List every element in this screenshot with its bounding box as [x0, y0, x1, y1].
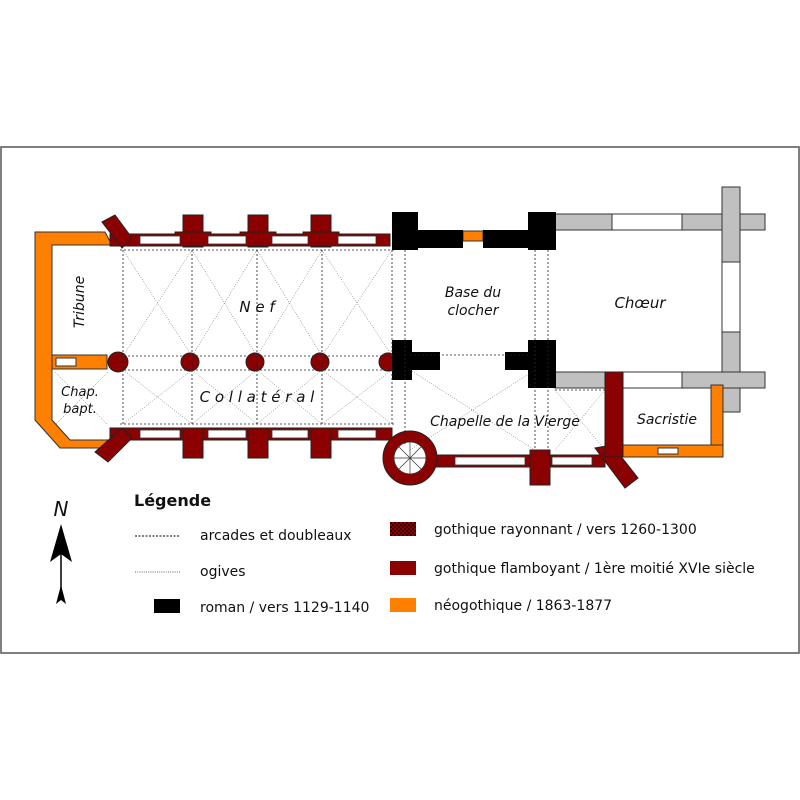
choeur-walls: [554, 186, 766, 413]
label-chapelle-vierge: Chapelle de la Vierge: [430, 414, 580, 430]
legend-label-rayonnant: gothique rayonnant / vers 1260-1300: [434, 522, 697, 538]
label-choeur: Chœur: [614, 294, 666, 312]
legend-title: Légende: [134, 491, 211, 510]
north-arrow: N: [50, 497, 72, 604]
ogive-lines: [54, 249, 606, 451]
vault-lines: [120, 249, 605, 455]
label-base-clocher-2: clocher: [447, 303, 499, 319]
label-collateral: C o l l a t é r a l: [200, 388, 316, 406]
legend-label-ogives: ogives: [200, 564, 246, 580]
legend-label-flamboyant: gothique flamboyant / 1ère moitié XVIe s…: [434, 561, 755, 577]
stair-steps: [394, 442, 426, 474]
label-sacristie: Sacristie: [637, 412, 697, 428]
legend-label-roman: roman / vers 1129-1140: [200, 600, 369, 616]
legend: Légende arcades et doubleaux ogives roma…: [134, 491, 755, 616]
label-chap-bapt-1: Chap.: [61, 385, 99, 400]
label-base-clocher-1: Base du: [445, 285, 501, 301]
legend-swatch-neogothique: [390, 598, 416, 612]
roman-walls: [392, 212, 556, 388]
neogothique-walls: [34, 230, 724, 458]
legend-swatch-rayonnant: [390, 522, 416, 536]
legend-label-neogothique: néogothique / 1863-1877: [434, 598, 612, 614]
label-tribune: Tribune: [72, 276, 88, 328]
north-label: N: [54, 497, 69, 521]
legend-label-arcades: arcades et doubleaux: [200, 528, 352, 544]
label-nef: N e f: [239, 298, 277, 316]
nave-windows: [139, 235, 593, 466]
legend-swatch-roman: [154, 599, 180, 613]
label-chap-bapt-2: bapt.: [63, 402, 97, 417]
legend-swatch-flamboyant: [390, 561, 416, 575]
